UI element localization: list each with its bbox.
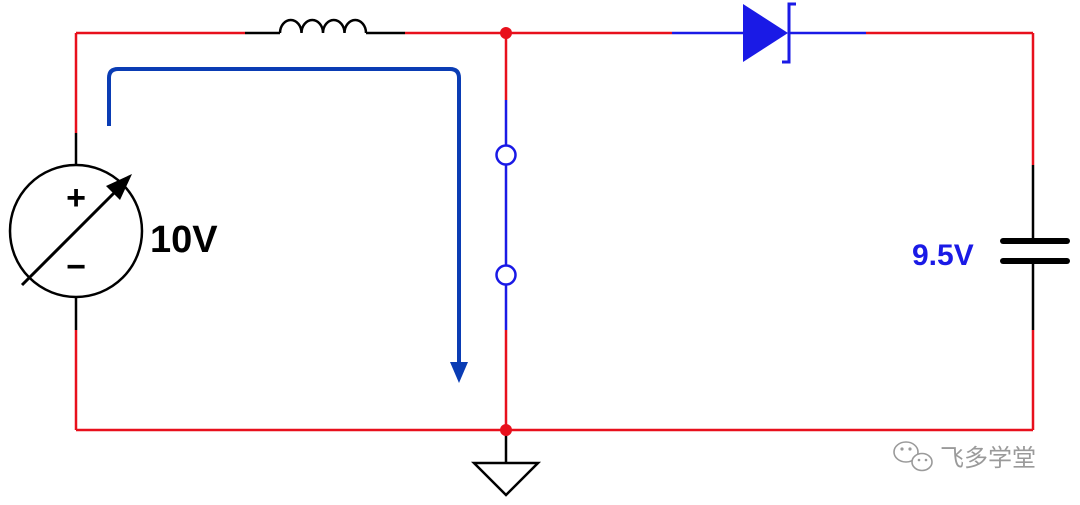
inductor-icon xyxy=(278,18,368,34)
zener-cathode-bar xyxy=(782,2,796,64)
variable-arrow-head xyxy=(106,174,132,200)
voltage-source: + − xyxy=(8,163,144,299)
junction-top-dot xyxy=(500,27,512,39)
ground-icon xyxy=(470,461,542,497)
watermark-text: 飞多学堂 xyxy=(940,444,1036,472)
switch-lower-contact xyxy=(495,264,517,286)
source-minus-sign: − xyxy=(66,248,86,286)
capacitor-icon xyxy=(1000,238,1070,264)
black-stubs xyxy=(74,31,1035,463)
source-plus-sign: + xyxy=(66,179,86,217)
variable-arrow-line xyxy=(20,183,124,287)
capacitor-voltage-label: 9.5V xyxy=(912,239,974,272)
current-arrow-head xyxy=(450,362,468,383)
watermark: 飞多学堂 xyxy=(893,441,1036,472)
junction-bottom-dot xyxy=(500,424,512,436)
wechat-icon xyxy=(893,441,933,472)
red-wires xyxy=(74,31,1035,432)
diode-triangle xyxy=(743,4,788,62)
switch-icon xyxy=(495,100,517,330)
zener-diode-icon xyxy=(672,2,866,64)
current-path xyxy=(107,67,461,362)
source-voltage-label: 10V xyxy=(150,219,218,261)
switch-upper-contact xyxy=(495,144,517,166)
current-flow-arrow xyxy=(107,67,468,383)
